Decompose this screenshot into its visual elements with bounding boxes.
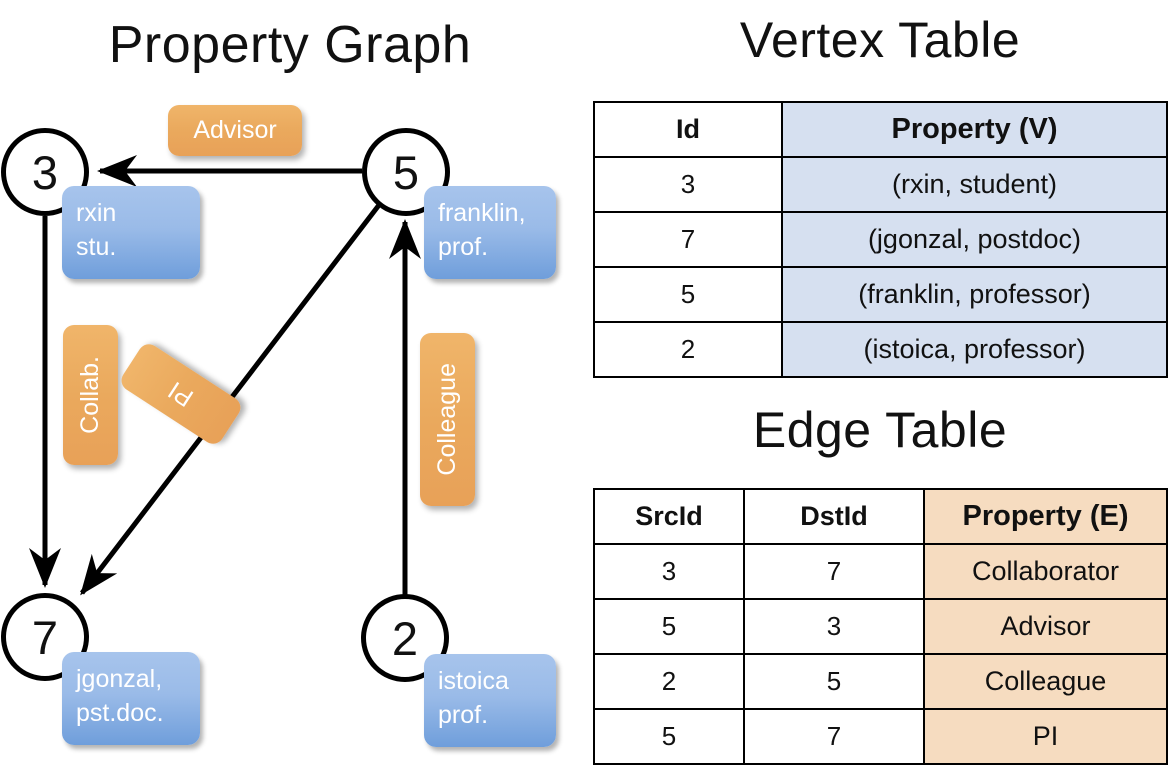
edge-cell-property: PI [923,708,1168,765]
graph-node-2-label: 2 [391,611,419,665]
vertex-cell-property: (rxin, student) [781,156,1168,213]
vertex-property-box-5: franklin, prof. [424,186,556,279]
table-row[interactable]: 2 (istoica, professor) [593,321,1168,378]
graph-node-5-label: 5 [392,145,420,199]
edge-label-collab: Collab. [76,356,104,434]
edge-table-col-dstid: DstId [743,488,925,545]
vertex-cell-id: 2 [593,321,783,378]
graph-node-7-label: 7 [31,610,59,664]
table-row[interactable]: 3 (rxin, student) [593,156,1168,213]
graph-node-2[interactable]: 2 [361,594,449,682]
edge-table-col-property: Property (E) [923,488,1168,545]
edge-cell-dstid: 7 [743,543,925,600]
edge-label-box-advisor: Advisor [168,105,302,156]
table-row[interactable]: 5 (franklin, professor) [593,266,1168,323]
vertex-table-col-id: Id [593,101,783,158]
edge-table-header-row: SrcId DstId Property (E) [593,488,1168,545]
vertex-table-col-property: Property (V) [781,101,1168,158]
vertex-property-7-line1: jgonzal, [76,665,163,693]
vertex-property-2-line1: istoica [438,667,509,695]
edge-cell-dstid: 5 [743,653,925,710]
edge-cell-dstid: 3 [743,598,925,655]
edge-cell-srcid: 3 [593,543,745,600]
table-row[interactable]: 7 (jgonzal, postdoc) [593,211,1168,268]
vertex-cell-id: 7 [593,211,783,268]
vertex-table: Id Property (V) 3 (rxin, student) 7 (jgo… [593,101,1168,378]
edge-label-pi: PI [163,376,199,413]
vertex-property-2-line2: prof. [438,701,489,729]
edge-cell-dstid: 7 [743,708,925,765]
vertex-property-5-line1: franklin, [438,199,526,227]
edge-table-col-srcid: SrcId [593,488,745,545]
edge-cell-property: Collaborator [923,543,1168,600]
edge-cell-srcid: 5 [593,598,745,655]
graph-node-3-label: 3 [31,145,59,199]
vertex-cell-property: (jgonzal, postdoc) [781,211,1168,268]
table-row[interactable]: 5 7 PI [593,708,1168,765]
vertex-cell-property: (franklin, professor) [781,266,1168,323]
edge-cell-srcid: 5 [593,708,745,765]
vertex-property-box-2: istoica prof. [424,654,556,747]
vertex-property-3-line1: rxin [76,199,117,227]
page-title-vertex-table: Vertex Table [739,12,1021,68]
property-graph-panel: Property Graph 3 5 7 2 rxin stu. frankli… [0,0,585,760]
vertex-cell-property: (istoica, professor) [781,321,1168,378]
vertex-property-3-line2: stu. [76,233,117,261]
table-row[interactable]: 3 7 Collaborator [593,543,1168,600]
graph-node-5[interactable]: 5 [362,128,450,216]
table-row[interactable]: 5 3 Advisor [593,598,1168,655]
vertex-cell-id: 3 [593,156,783,213]
vertex-property-5-line2: prof. [438,233,489,261]
edge-cell-property: Colleague [923,653,1168,710]
vertex-cell-id: 5 [593,266,783,323]
vertex-property-box-3: rxin stu. [62,186,200,279]
edge-label-box-colleague: Colleague [420,333,475,506]
edge-label-colleague: Colleague [433,363,461,476]
edge-cell-srcid: 2 [593,653,745,710]
vertex-property-box-7: jgonzal, pst.doc. [62,652,200,745]
edge-label-box-collab: Collab. [63,325,118,465]
vertex-property-7-line2: pst.doc. [76,699,164,727]
edge-cell-property: Advisor [923,598,1168,655]
page-title-property-graph: Property Graph [108,16,472,74]
edge-table: SrcId DstId Property (E) 3 7 Collaborato… [593,488,1168,765]
table-row[interactable]: 2 5 Colleague [593,653,1168,710]
edge-label-advisor: Advisor [193,116,277,144]
vertex-table-header-row: Id Property (V) [593,101,1168,158]
page-title-edge-table: Edge Table [752,402,1008,458]
